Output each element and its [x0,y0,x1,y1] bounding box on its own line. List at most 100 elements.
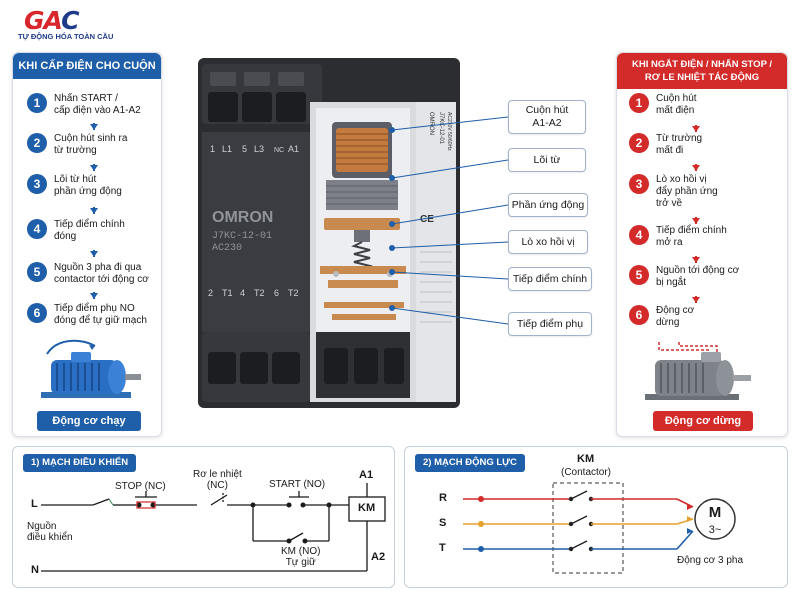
device-brand: OMRON [212,209,273,226]
energize-panel-title: KHI CẤP ĐIỆN CHO CUỘN HÚT [13,53,161,98]
control-circuit-panel: 1) MẠCH ĐIỀU KHIỂN [12,446,395,588]
down-arrow-icon [692,296,700,303]
contact-dot [568,546,574,552]
callout-leader-lines [389,116,509,325]
step-number: 6 [629,305,649,325]
step-number: 5 [27,262,47,282]
callout-armature: Phần ứng động [508,193,588,217]
contactor-cutaway-illustration: 1 L1 5 L3 NC A1 OMRON J7KC-12-01 AC230 2… [198,58,460,408]
terminal-a1-label: A1 [359,469,374,481]
down-arrow-icon [90,164,98,171]
phase-terminal-dot [478,496,484,502]
top-terminal-label: A1 [288,144,299,154]
motor-sub: 3~ [709,524,722,536]
bottom-terminal-label: T2 [254,288,265,298]
line-L-label: L [31,498,38,510]
energize-panel: KHI CẤP ĐIỆN CHO CUỘN HÚT 1 Nhấn START /… [12,52,162,437]
power-circuit-title: 2) MẠCH ĐỘNG LỰC [415,454,525,472]
top-terminal-label: 5 [242,144,247,154]
top-terminal-label: L3 [254,144,264,154]
brand-logo: GAC TỰ ĐỘNG HÓA TOÀN CẦU [18,6,128,41]
spring-icon [351,241,373,271]
coil-km-label: KM [358,502,376,514]
brand-logo-mark: GAC [24,6,79,35]
bottom-terminal-label: 6 [274,288,279,298]
device-model: J7KC-12-01 [212,231,272,242]
motor-running-label: Động cơ chạy [37,411,141,431]
thermal-relay-label: Rơ le nhiệt(NC) [193,469,242,491]
contact-blade [570,490,588,500]
step-number: 4 [27,219,47,239]
coil-icon [332,122,392,178]
phase-T-label: T [439,542,446,554]
callout-main-contact: Tiếp điểm chính [508,267,592,291]
holding-contact-label: KM (NO)Tự giữ [281,546,321,568]
contactor-dashed-box [552,482,624,574]
top-terminal-label: L1 [222,144,232,154]
step-number: 4 [629,225,649,245]
contact-blade [570,515,588,525]
bottom-terminal-label: 2 [208,288,213,298]
side-rating: AC230V 50/60Hz [446,112,452,151]
step-number: 1 [27,93,47,113]
stop-button-label: STOP (NC) [115,481,166,492]
down-arrow-icon [90,207,98,214]
contactor-label: (Contactor) [561,467,612,478]
phase-terminal-dot [478,546,484,552]
phase-terminal-dot [478,521,484,527]
bottom-terminal-label: T2 [288,288,299,298]
motor-symbol [694,498,736,540]
callout-aux-contact: Tiếp điểm phụ [508,312,592,336]
callout-core: Lõi từ [508,148,586,172]
step-number: 2 [629,133,649,153]
km-label: KM [577,453,595,465]
callout-spring: Lò xo hồi vị [508,230,588,254]
phase-wire-to-motor [676,530,694,550]
top-terminal-block [202,64,322,124]
deenergize-panel: KHI NGẮT ĐIỆN / NHẤN STOP /RƠ LE NHIỆT T… [616,52,788,437]
aux-contact-icon [324,302,404,320]
step-number: 3 [27,174,47,194]
phase-wire-to-motor [676,498,694,508]
phase-arrow-icon [687,528,693,534]
down-arrow-icon [692,125,700,132]
magnetic-core-icon [326,180,398,210]
step-number: 1 [629,93,649,113]
phase-R-label: R [439,492,447,504]
side-model: J7KC-12-01 [438,112,444,145]
down-arrow-icon [692,164,700,171]
motor-stopped-label: Động cơ dừng [653,411,753,431]
down-arrow-icon [692,217,700,224]
control-circuit-title: 1) MẠCH ĐIỀU KHIỂN [23,454,137,472]
contact-dot [568,496,574,502]
motor-letter: M [709,504,722,521]
ce-mark: CE [420,214,434,225]
down-arrow-icon [90,250,98,257]
contact-blade [570,540,588,550]
bottom-terminal-label: T1 [222,288,233,298]
down-arrow-icon [90,292,98,299]
control-circuit-schematic [41,483,386,572]
start-button-label: START (NO) [269,479,326,490]
terminal-a2-label: A2 [371,551,386,563]
contact-dot [568,521,574,527]
top-terminal-label: 1 [210,144,215,154]
step-text: Nhấn START /cấp điện vào A1-A2 [54,93,141,116]
step-number: 6 [27,303,47,323]
